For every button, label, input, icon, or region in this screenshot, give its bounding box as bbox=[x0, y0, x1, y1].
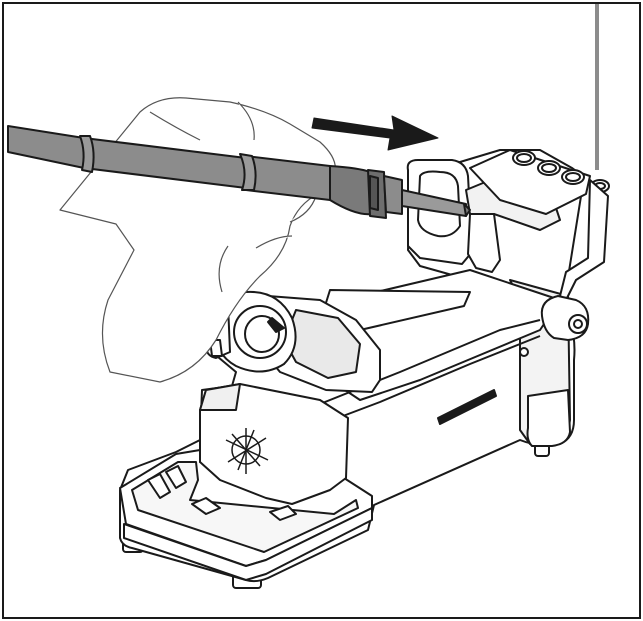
cleaning-sponge-tray bbox=[119, 449, 373, 581]
direction-arrow-icon bbox=[311, 115, 439, 151]
star-emblem-icon bbox=[225, 428, 269, 474]
soldering-pen bbox=[7, 125, 471, 219]
stand-front-panel bbox=[199, 383, 349, 505]
wire-holder-bracket bbox=[540, 179, 609, 341]
